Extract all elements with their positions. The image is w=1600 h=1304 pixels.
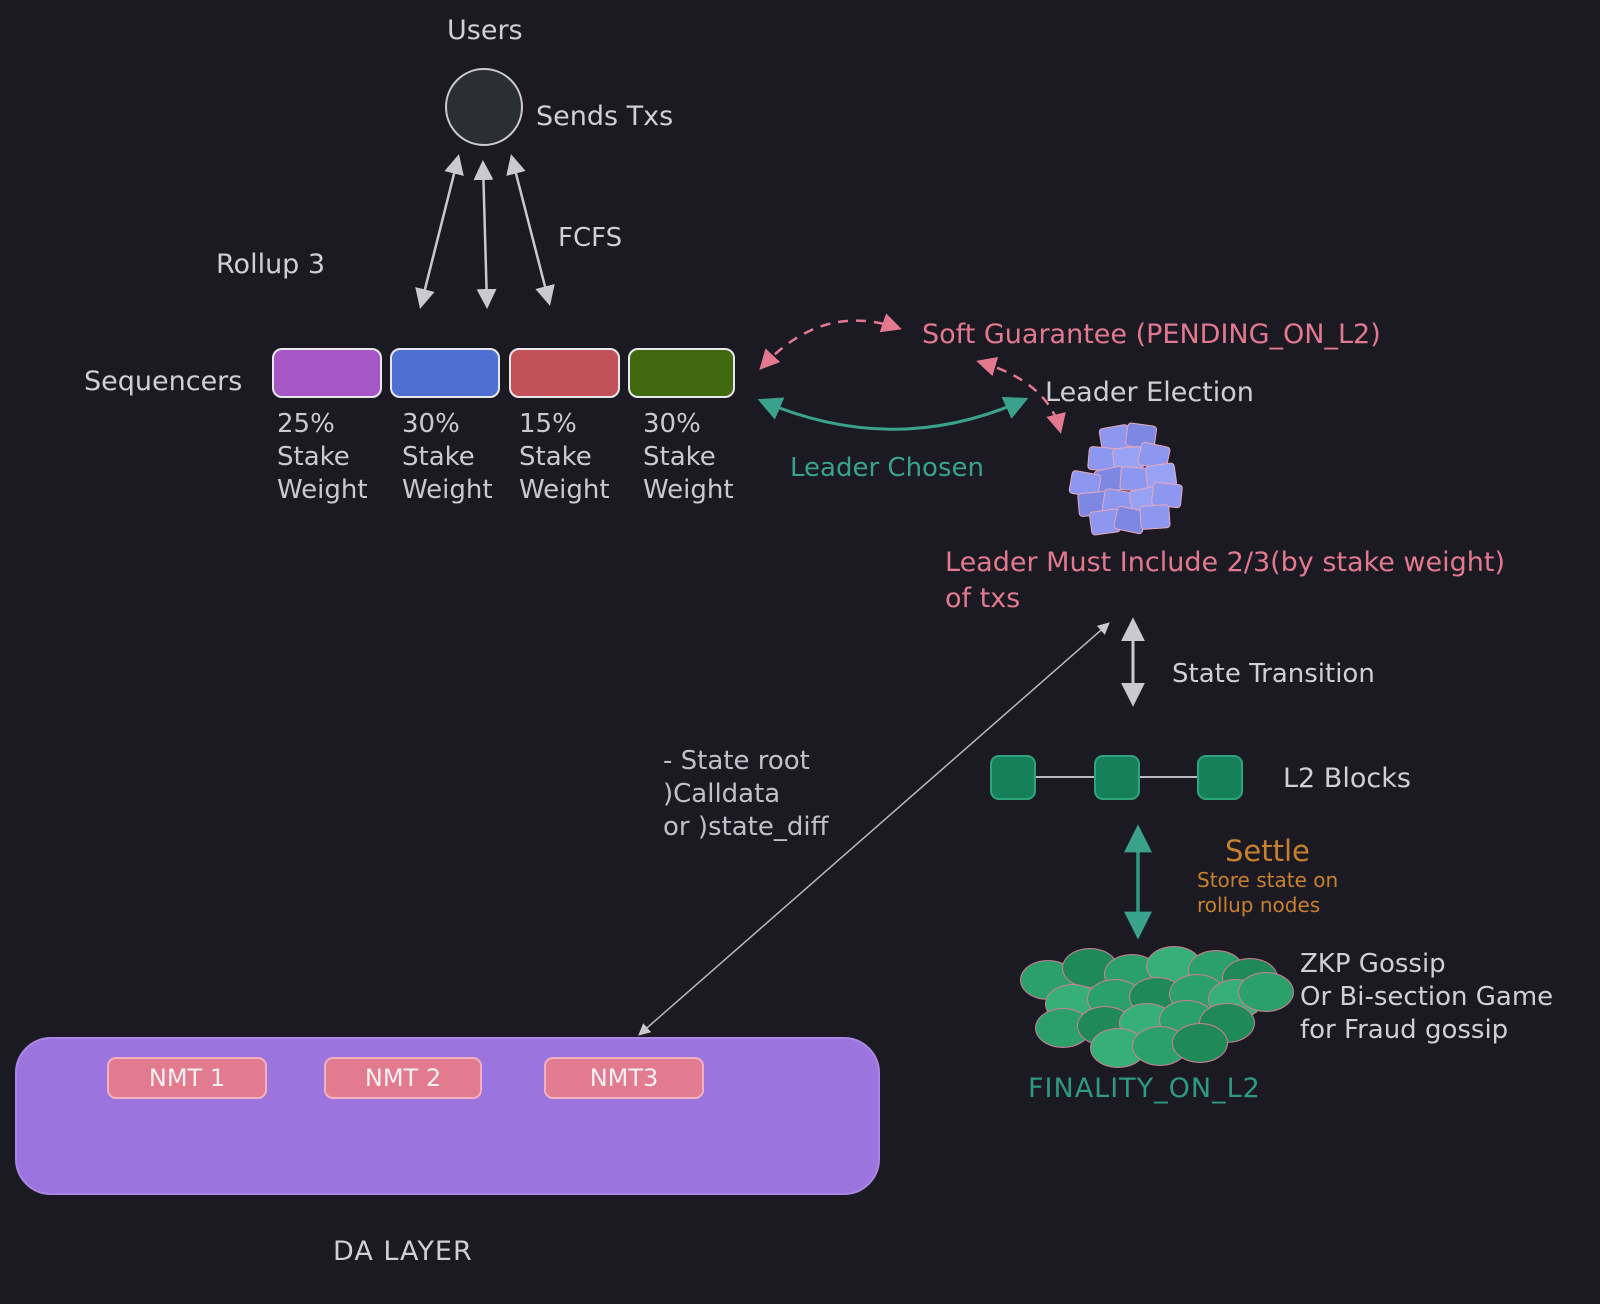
- leader-election-label: Leader Election: [1045, 377, 1254, 408]
- settle-label: Settle: [1225, 834, 1310, 868]
- soft-guarantee-arrow: [759, 313, 902, 370]
- nmt-label-2: NMT 2: [364, 1064, 442, 1092]
- l2-blocks-label: L2 Blocks: [1283, 763, 1411, 794]
- l2-block-1: [990, 755, 1036, 800]
- users-node: [445, 68, 523, 146]
- nmt-label-3: NMT3: [589, 1064, 659, 1092]
- leader-chosen-arrow: [757, 396, 1029, 431]
- settle-note: Store state on rollup nodes: [1197, 868, 1339, 917]
- da-layer-label: DA LAYER: [333, 1236, 473, 1267]
- stake-weight-3: 15% Stake Weight: [519, 409, 610, 505]
- sequencer-box-2: [390, 348, 500, 398]
- leader-rule-text: Leader Must Include 2/3(by stake weight)…: [945, 547, 1505, 614]
- users-seq-arrow-2: [473, 160, 497, 309]
- rollup-label: Rollup 3: [216, 249, 326, 280]
- soft-guarantee-label: Soft Guarantee (PENDING_ON_L2): [922, 319, 1381, 350]
- state-root-note: - State root )Calldata or )state_diff: [663, 746, 829, 842]
- leader-chosen-label: Leader Chosen: [790, 453, 984, 483]
- nmt-box-3: NMT3: [544, 1057, 704, 1099]
- zkp-note: ZKP Gossip Or Bi-section Game for Fraud …: [1300, 949, 1554, 1045]
- sequencer-box-1: [272, 348, 382, 398]
- users-seq-arrow-1: [415, 154, 464, 309]
- users-seq-arrow-3: [506, 154, 555, 306]
- sequencer-box-4: [628, 348, 735, 398]
- users-label: Users: [447, 15, 523, 46]
- sequencer-box-3: [509, 348, 620, 398]
- l2-block-2: [1094, 755, 1140, 800]
- nmt-box-2: NMT 2: [324, 1057, 482, 1099]
- state-transition-label: State Transition: [1172, 659, 1375, 689]
- stake-weight-4: 30% Stake Weight: [643, 409, 734, 505]
- stake-weight-1: 25% Stake Weight: [277, 409, 368, 505]
- sends-txs-label: Sends Txs: [536, 101, 674, 132]
- sequencers-label: Sequencers: [84, 366, 243, 397]
- l2-block-3: [1197, 755, 1243, 800]
- stake-weight-2: 30% Stake Weight: [402, 409, 493, 505]
- nmt-box-1: NMT 1: [107, 1057, 267, 1099]
- fcfs-label: FCFS: [558, 223, 623, 253]
- nmt-label-1: NMT 1: [148, 1064, 226, 1092]
- finality-label: FINALITY_ON_L2: [1028, 1073, 1261, 1104]
